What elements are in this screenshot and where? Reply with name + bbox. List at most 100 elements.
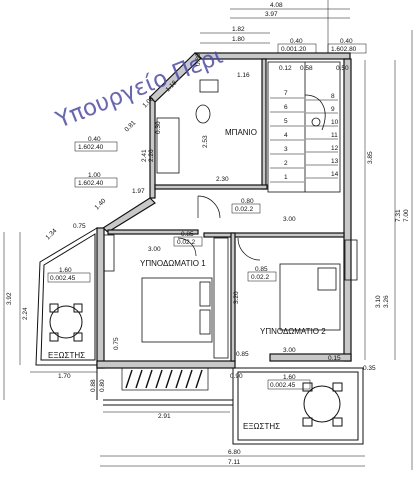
dim-2-53: 2.53 [202,135,209,148]
bathroom-bottom-wall [154,184,268,190]
window-hatch [165,369,173,389]
opening-3-top: 0.40 [88,136,101,143]
opening-1-top: 0.40 [290,38,303,45]
stair-number: 4 [284,132,288,139]
opening-4-top: 1.00 [88,172,101,179]
door-swing-3 [177,237,197,257]
door-swing-1 [197,195,221,219]
opening-1-bottom: 0.001.20 [281,46,307,53]
chair [49,332,59,342]
chair [302,417,313,427]
dim-3-00-bottom: 3.00 [283,347,296,354]
left-balcony-rail-inner [40,233,96,361]
dim-3-20: 3.20 [233,291,240,304]
dim-7-11: 7.11 [228,459,241,466]
opening-8-top: 1.60 [59,267,72,274]
window-hatch [125,369,133,389]
stair-number: 13 [331,158,339,165]
stair-number: 14 [331,171,339,178]
room-label-bedroom-1: ΥΠΝΟΔΩΜΑΤΙΟ 1 [140,259,206,268]
window-hatch [135,369,143,389]
dim-1-70: 1.70 [58,373,71,380]
dim-7-31: 7.31 [395,209,402,222]
dim-0-50: 0.50 [336,65,349,72]
bedroom1-top-wall [107,229,199,235]
sink [199,79,219,93]
stair-number: 1 [284,174,288,181]
dimension-lines [3,0,413,470]
left-balcony-rail [35,227,98,366]
bottom-balcony-table [303,385,341,423]
opening-7-top: 0.85 [255,266,268,273]
opening-labels: 0.40 0.001.20 0.40 1.602.80 0.40 1.602.4… [47,38,367,390]
window-hatch [175,369,183,389]
window-hatch [195,369,203,389]
dim-2-24: 2.24 [22,307,29,320]
stair-number: 10 [331,119,339,126]
bath-tub [156,117,180,174]
chair [73,332,83,342]
stair-newel [311,117,321,127]
opening-6-top: 0.85 [181,231,194,238]
chair [49,303,59,313]
dim-1-97: 1.97 [132,188,145,195]
dim-0-85: 0.85 [236,351,249,358]
bed-2-pillow [317,267,337,291]
opening-3-bottom: 1.602.40 [78,144,104,151]
left-balcony-table [49,305,83,339]
dim-2-30: 2.30 [216,176,229,183]
stair-number: 3 [284,146,288,153]
dim-3-00-corridor: 3.00 [283,216,296,223]
corridor-wall [203,232,345,238]
chair [332,417,343,427]
dim-1-34: 1.34 [44,227,58,241]
stair-number: 12 [331,145,339,152]
window-hatch [185,369,193,389]
dim-0-15: 0.15 [328,355,341,362]
dim-0-90: 0.90 [230,373,243,380]
dim-3-26: 3.26 [383,295,390,308]
stair-number: 6 [284,104,288,111]
dim-0-80: 0.80 [195,53,202,66]
bottom-wall-left [96,360,236,369]
opening-9-top: 1.60 [283,374,296,381]
balconies [35,227,364,445]
chair [302,382,313,392]
wardrobe-3 [103,234,115,272]
opening-2-top: 0.40 [340,38,353,45]
dim-3-10: 3.10 [375,295,382,308]
dim-2-91: 2.91 [158,413,171,420]
bedroom-divider [230,232,236,362]
stairs [267,61,341,193]
bottom-balcony-rail [232,367,364,445]
opening-6-bottom: 0.02.2 [177,239,195,246]
stair-curve [304,94,326,131]
dim-6-80: 6.80 [228,449,241,456]
diagonal-wall-lower [149,95,156,199]
window-hatch [155,369,163,389]
room-label-balcony-left: ΕΞΩΣΤΗΣ [48,351,85,360]
stair-number: 11 [331,132,338,139]
opening-4-bottom: 1.602.40 [78,180,104,187]
room-label-bathroom: ΜΠΑΝΙΟ [225,128,257,137]
opening-9-bottom: 0.002.45 [270,382,296,389]
dim-2-41: 2.41 [141,149,148,162]
bed-1-pillow2 [199,309,211,335]
stair-number: 7 [284,90,288,97]
left-diagonal-wall [101,197,156,233]
stair-number: 5 [284,118,288,125]
stair-number: 8 [331,93,335,100]
opening-8-bottom: 0.002.45 [50,275,76,282]
room-label-balcony-bottom: ΕΞΩΣΤΗΣ [243,422,280,431]
dim-3-00-bedroom1: 3.00 [148,246,161,253]
walls [96,52,352,369]
left-wall [96,227,105,369]
window-hatch [145,369,153,389]
stair-treads [270,97,338,183]
dim-0-35: 0.35 [363,365,376,372]
stair-number: 2 [284,160,288,167]
bottom-balcony-rail-inner [237,371,359,441]
dim-0-81: 0.81 [123,119,137,133]
